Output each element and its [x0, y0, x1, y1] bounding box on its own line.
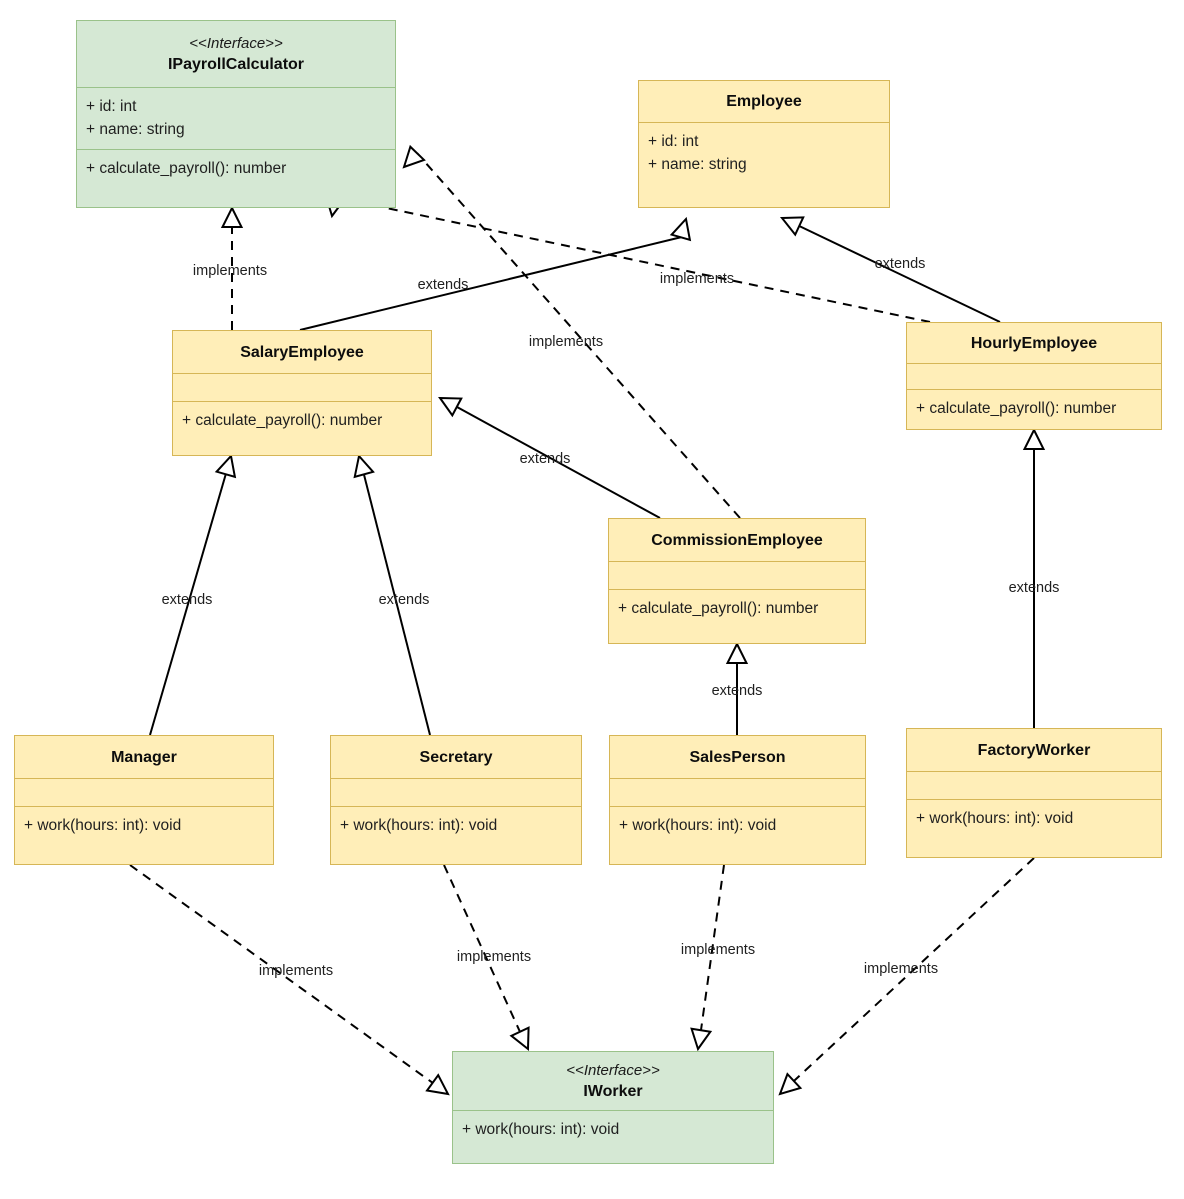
uml-class-employee[interactable]: Employee + id: int + name: string: [638, 80, 890, 208]
uml-class-factoryworker[interactable]: FactoryWorker + work(hours: int): void: [906, 728, 1162, 858]
edge-label-manager-extends-salary: extends: [161, 592, 213, 608]
method-row: + calculate_payroll(): number: [916, 400, 1117, 417]
method-row: + calculate_payroll(): number: [182, 412, 383, 429]
class-name-label: Secretary: [419, 748, 493, 766]
uml-class-manager[interactable]: Manager + work(hours: int): void: [14, 735, 274, 865]
edge-label-salesperson-implements-iworker: implements: [680, 942, 756, 958]
method-row: + calculate_payroll(): number: [86, 160, 287, 177]
class-methods-factoryworker: + work(hours: int): void: [907, 799, 1161, 857]
class-name-label: IWorker: [583, 1082, 643, 1100]
method-row: + work(hours: int): void: [462, 1121, 620, 1138]
class-attributes-hourlyemployee: [907, 363, 1161, 389]
uml-class-iworker[interactable]: <<Interface>> IWorker + work(hours: int): …: [452, 1051, 774, 1164]
edge-label-commission-implements-ipayroll: implements: [528, 334, 604, 350]
method-row: + work(hours: int): void: [619, 817, 777, 834]
uml-class-salaryemployee[interactable]: SalaryEmployee + calculate_payroll(): num…: [172, 330, 432, 456]
class-methods-iworker: + work(hours: int): void: [453, 1110, 773, 1163]
edge-label-secretary-implements-iworker: implements: [456, 949, 532, 965]
class-methods-salesperson: + work(hours: int): void: [610, 806, 865, 864]
edge-label-hourly-extends-employee: extends: [874, 256, 926, 272]
class-attributes-employee: + id: int + name: string: [639, 122, 889, 207]
edge-salary-extends-employee: [299, 216, 692, 331]
class-name-label: HourlyEmployee: [970, 334, 1098, 352]
class-name-label: FactoryWorker: [977, 741, 1091, 759]
class-header-hourlyemployee: HourlyEmployee: [907, 323, 1161, 363]
stereotype-label: <<Interface>>: [566, 1061, 660, 1079]
class-attributes-factoryworker: [907, 771, 1161, 799]
edge-label-salary-implements-ipayroll: implements: [192, 263, 268, 279]
edge-label-salary-extends-employee: extends: [417, 277, 469, 293]
class-header-factoryworker: FactoryWorker: [907, 729, 1161, 771]
class-name-label: Employee: [726, 93, 802, 111]
edge-label-salesperson-extends-commission: extends: [711, 683, 763, 699]
class-attributes-manager: [15, 778, 273, 806]
class-methods-salaryemployee: + calculate_payroll(): number: [173, 401, 431, 455]
class-methods-ipayrollcalculator: + calculate_payroll(): number: [77, 149, 395, 207]
class-name-label: IPayrollCalculator: [167, 55, 305, 73]
class-name-label: SalaryEmployee: [240, 343, 364, 361]
uml-class-ipayrollcalculator[interactable]: <<Interface>> IPayrollCalculator + id: int…: [76, 20, 396, 208]
class-header-employee: Employee: [639, 81, 889, 122]
class-methods-commissionemployee: + calculate_payroll(): number: [609, 589, 865, 643]
class-header-salesperson: SalesPerson: [610, 736, 865, 778]
method-row: + work(hours: int): void: [916, 810, 1074, 827]
attribute-row: + name: string: [648, 156, 747, 174]
class-attributes-commissionemployee: [609, 561, 865, 589]
attribute-row: + id: int: [86, 98, 137, 115]
class-name-label: SalesPerson: [689, 748, 786, 766]
method-row: + work(hours: int): void: [340, 817, 498, 834]
class-attributes-salaryemployee: [173, 373, 431, 401]
edge-label-factoryworker-extends-hourly: extends: [1008, 580, 1060, 596]
edge-factoryworker-extends-hourly: [1022, 427, 1046, 728]
edge-hourly-implements-ipayroll: [324, 194, 931, 323]
uml-class-salesperson[interactable]: SalesPerson + work(hours: int): void: [609, 735, 866, 865]
class-attributes-secretary: [331, 778, 581, 806]
attribute-row: + id: int: [648, 133, 699, 151]
class-header-iworker: <<Interface>> IWorker: [453, 1052, 773, 1110]
uml-class-hourlyemployee[interactable]: HourlyEmployee + calculate_payroll(): num…: [906, 322, 1162, 430]
uml-class-commissionemployee[interactable]: CommissionEmployee + calculate_payroll():…: [608, 518, 866, 644]
edge-manager-implements-iworker: [129, 864, 450, 1096]
class-methods-manager: + work(hours: int): void: [15, 806, 273, 864]
uml-class-secretary[interactable]: Secretary + work(hours: int): void: [330, 735, 582, 865]
edge-label-manager-implements-iworker: implements: [258, 963, 334, 979]
class-attributes-salesperson: [610, 778, 865, 806]
class-header-salaryemployee: SalaryEmployee: [173, 331, 431, 373]
edge-label-factoryworker-implements-iworker: implements: [863, 961, 939, 977]
class-header-secretary: Secretary: [331, 736, 581, 778]
attribute-row: + name: string: [86, 121, 185, 138]
method-row: + calculate_payroll(): number: [618, 600, 819, 617]
edge-label-hourly-implements-ipayroll: implements: [659, 271, 735, 287]
edge-label-secretary-extends-salary: extends: [378, 592, 430, 608]
class-header-manager: Manager: [15, 736, 273, 778]
class-name-label: Manager: [111, 748, 177, 766]
edge-label-commission-extends-salary: extends: [519, 451, 571, 467]
class-methods-hourlyemployee: + calculate_payroll(): number: [907, 389, 1161, 429]
class-header-ipayrollcalculator: <<Interface>> IPayrollCalculator: [77, 21, 395, 87]
class-header-commissionemployee: CommissionEmployee: [609, 519, 865, 561]
class-attributes-ipayrollcalculator: + id: int + name: string: [77, 87, 395, 149]
stereotype-label: <<Interface>>: [189, 34, 283, 52]
class-name-label: CommissionEmployee: [651, 531, 823, 549]
method-row: + work(hours: int): void: [24, 817, 182, 834]
class-methods-secretary: + work(hours: int): void: [331, 806, 581, 864]
